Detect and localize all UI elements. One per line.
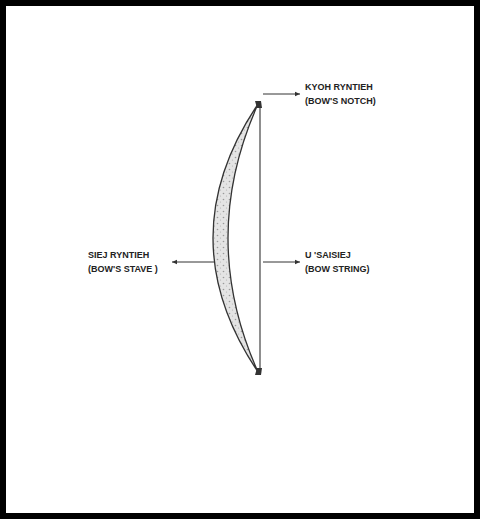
frame-border — [3, 3, 477, 516]
bow-notch — [255, 368, 262, 375]
leader-line — [263, 262, 300, 263]
part-label: SIEJ RYNTIEH (BOW'S STAVE ) — [88, 248, 164, 276]
bow-stave — [213, 104, 258, 372]
bow-string — [259, 105, 260, 372]
leader-line — [172, 262, 214, 263]
leader-line — [263, 94, 300, 95]
part-label: U 'SAISIEJ (BOW STRING) — [305, 248, 373, 276]
part-label: KYOH RYNTIEH (BOW'S NOTCH) — [305, 80, 381, 108]
bow-notch — [255, 101, 262, 108]
